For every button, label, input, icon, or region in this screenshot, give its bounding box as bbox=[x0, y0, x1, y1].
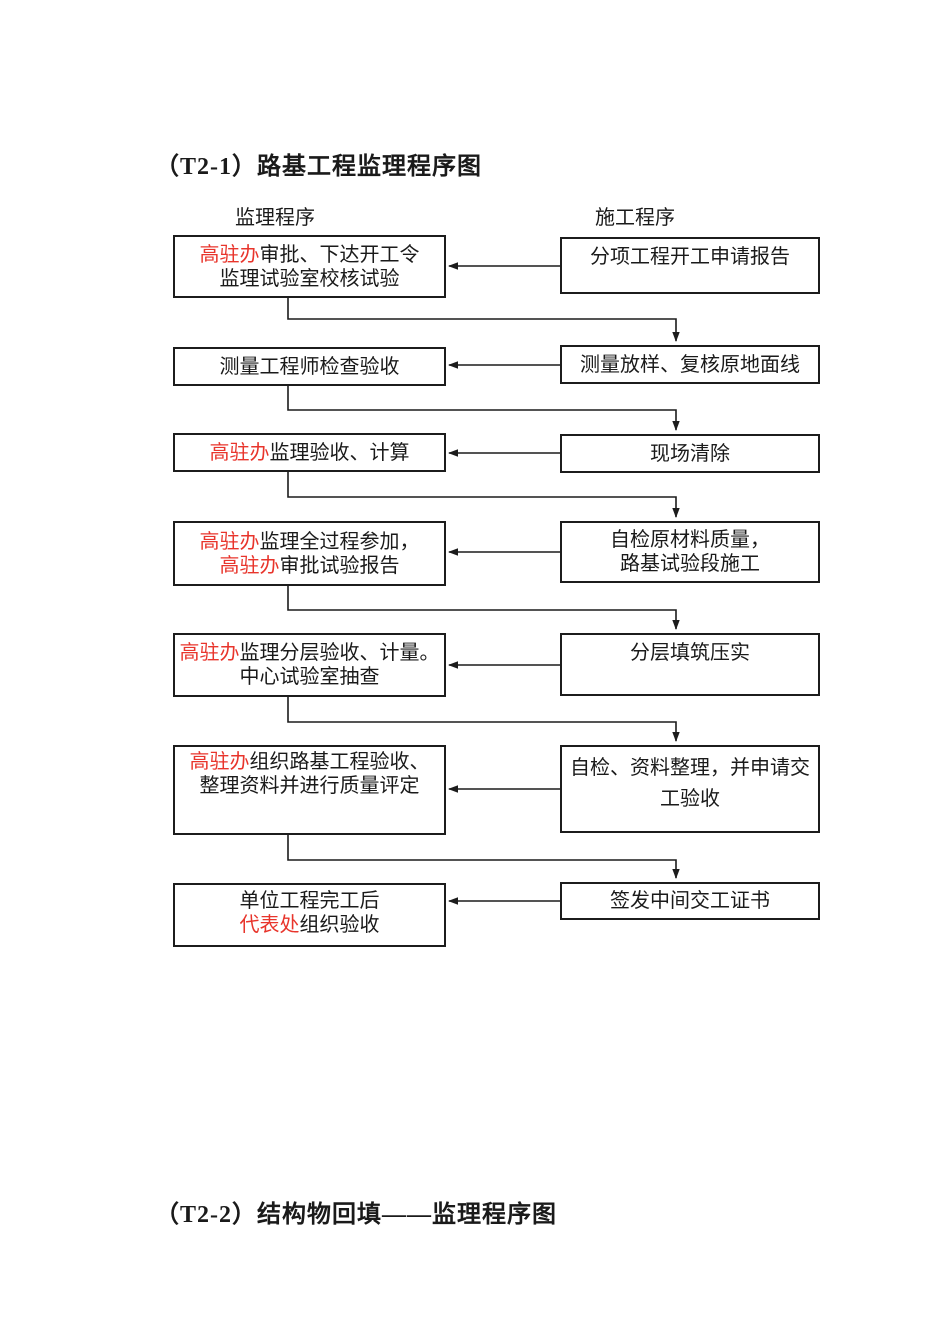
box-text-red: 高驻办 bbox=[179, 642, 240, 664]
flow-box-supervision-5: 高驻办监理分层验收、计量。 中心试验室抽查 bbox=[173, 633, 446, 697]
box-text: 监理试验室校核试验 bbox=[219, 267, 400, 290]
box-text: 测量放样、复核原地面线 bbox=[580, 353, 800, 376]
section-title-t2-1: （T2-1）路基工程监理程序图 bbox=[155, 154, 482, 180]
flow-box-construction-4: 自检原材料质量， 路基试验段施工 bbox=[560, 521, 820, 583]
box-text-red: 高驻办 bbox=[209, 441, 270, 464]
box-line: 分项工程开工申请报告 bbox=[590, 245, 790, 269]
box-line: 高驻办监理全过程参加， bbox=[200, 530, 420, 554]
box-text-red: 高驻办 bbox=[199, 243, 260, 266]
box-line: 代表处组织验收 bbox=[240, 913, 380, 937]
box-text: 监理全过程参加， bbox=[259, 530, 420, 553]
flow-box-construction-3: 现场清除 bbox=[560, 434, 820, 473]
box-line: 监理试验室校核试验 bbox=[220, 267, 400, 291]
flow-box-supervision-3: 高驻办监理验收、计算 bbox=[173, 433, 446, 472]
box-line: 中心试验室抽查 bbox=[240, 665, 380, 689]
box-line: 高驻办组织路基工程验收、 bbox=[190, 750, 430, 774]
box-text: 签发中间交工证书 bbox=[610, 890, 770, 912]
box-text: 现场清除 bbox=[650, 442, 730, 465]
box-text-red: 高驻办 bbox=[219, 554, 280, 577]
box-text-red: 高驻办 bbox=[199, 530, 260, 553]
box-text: 组织验收 bbox=[299, 914, 380, 936]
flow-box-supervision-4: 高驻办监理全过程参加， 高驻办审批试验报告 bbox=[173, 521, 446, 586]
box-text-red: 代表处 bbox=[239, 914, 300, 936]
box-text: 整理资料并进行质量评定 bbox=[199, 775, 420, 797]
box-text: 分层填筑压实 bbox=[630, 642, 750, 664]
box-line: 自检、资料整理，并申请交 bbox=[570, 753, 810, 784]
flow-box-construction-2: 测量放样、复核原地面线 bbox=[560, 345, 820, 384]
box-line: 高驻办审批试验报告 bbox=[220, 554, 400, 578]
box-text: 中心试验室抽查 bbox=[239, 666, 380, 688]
box-text: 监理分层验收、计量。 bbox=[239, 642, 440, 664]
box-line: 工验收 bbox=[660, 784, 720, 815]
box-text: 监理验收、计算 bbox=[269, 441, 410, 464]
column-header-construction: 施工程序 bbox=[595, 207, 675, 229]
box-line: 测量工程师检查验收 bbox=[220, 355, 400, 379]
box-text: 工验收 bbox=[660, 788, 720, 810]
flow-box-construction-1: 分项工程开工申请报告 bbox=[560, 237, 820, 294]
box-text: 分项工程开工申请报告 bbox=[590, 246, 790, 268]
box-text: 自检原材料质量， bbox=[610, 529, 770, 551]
box-text: 自检、资料整理，并申请交 bbox=[570, 757, 810, 779]
box-text: 测量工程师检查验收 bbox=[219, 355, 400, 378]
box-line: 路基试验段施工 bbox=[620, 552, 760, 576]
box-line: 自检原材料质量， bbox=[610, 528, 770, 552]
flow-box-construction-7: 签发中间交工证书 bbox=[560, 882, 820, 920]
box-line: 单位工程完工后 bbox=[240, 889, 380, 913]
section-title-t2-2: （T2-2）结构物回填——监理程序图 bbox=[155, 1202, 557, 1228]
column-header-supervision: 监理程序 bbox=[235, 207, 315, 229]
box-text: 审批试验报告 bbox=[279, 554, 400, 577]
box-line: 签发中间交工证书 bbox=[610, 889, 770, 913]
box-line: 分层填筑压实 bbox=[630, 641, 750, 665]
flow-box-supervision-7: 单位工程完工后 代表处组织验收 bbox=[173, 883, 446, 947]
box-line: 整理资料并进行质量评定 bbox=[200, 774, 420, 798]
box-text-red: 高驻办 bbox=[189, 751, 250, 773]
box-line: 测量放样、复核原地面线 bbox=[580, 353, 800, 377]
flow-box-construction-6: 自检、资料整理，并申请交 工验收 bbox=[560, 745, 820, 833]
flow-box-supervision-1: 高驻办审批、下达开工令 监理试验室校核试验 bbox=[173, 235, 446, 298]
box-line: 高驻办监理分层验收、计量。 bbox=[180, 641, 440, 665]
box-text: 路基试验段施工 bbox=[620, 553, 760, 575]
box-line: 高驻办监理验收、计算 bbox=[210, 441, 410, 465]
flow-box-supervision-2: 测量工程师检查验收 bbox=[173, 347, 446, 386]
box-text: 单位工程完工后 bbox=[239, 890, 380, 912]
box-line: 高驻办审批、下达开工令 bbox=[200, 243, 420, 267]
box-text: 审批、下达开工令 bbox=[259, 243, 420, 266]
flow-box-supervision-6: 高驻办组织路基工程验收、 整理资料并进行质量评定 bbox=[173, 745, 446, 835]
flow-box-construction-5: 分层填筑压实 bbox=[560, 633, 820, 696]
box-line: 现场清除 bbox=[650, 442, 730, 466]
box-text: 组织路基工程验收、 bbox=[249, 751, 430, 773]
